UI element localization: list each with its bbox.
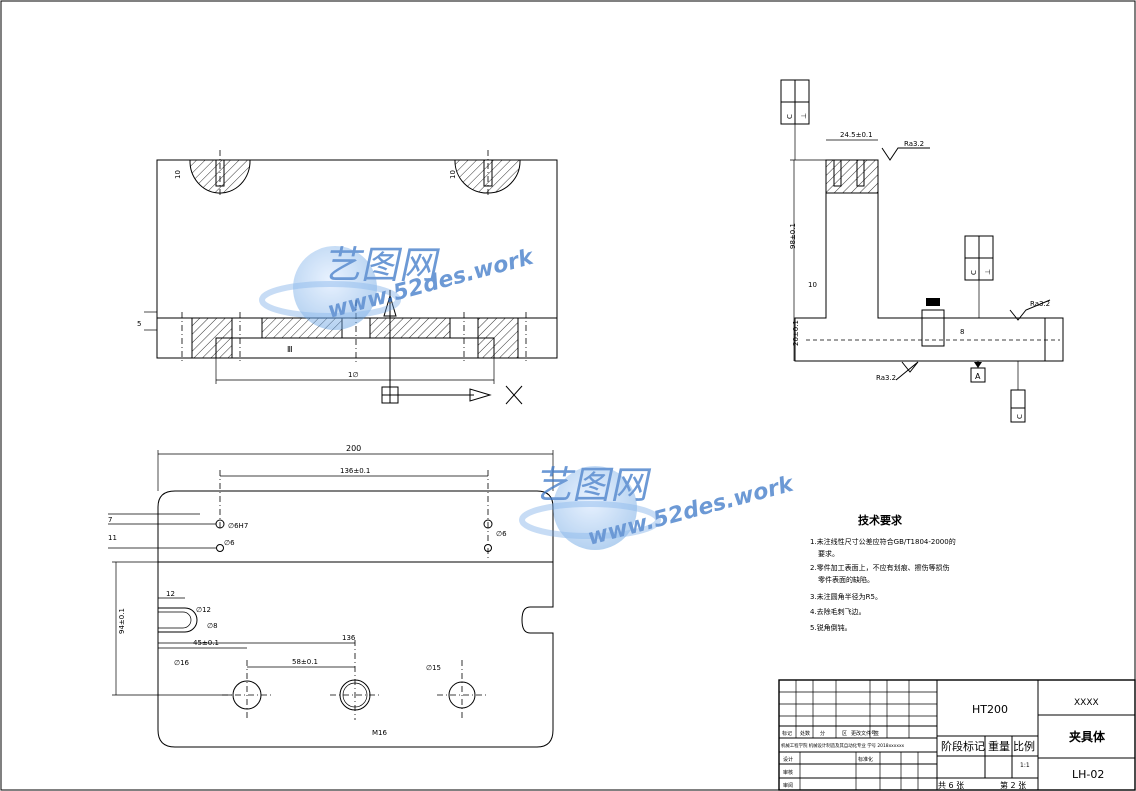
tol-frame-bottom: C [1010,361,1026,423]
dim-hole-right: ∅6 [496,530,507,538]
dim-r12: ∅12 [196,606,211,614]
dim-base: 20±0.1 [792,320,800,346]
dim-d136b: 136 [342,634,356,642]
dim-height-side: 98±0.1 [789,223,797,249]
tb-part-name: 夹具体 [1069,729,1106,744]
tech-requirements: 技术要求 1.未注线性尺寸公差应符合GB/T1804-2000的 要求。 2.零… [810,513,956,632]
tb-sheet-total: 共 6 张 [938,781,964,790]
tb-scale-value: 1:1 [1020,762,1030,769]
tb-material: HT200 [972,703,1008,716]
dim-hole-span: 136±0.1 [340,467,370,475]
roughness-3: Ra3.2 [876,374,896,382]
svg-text:C: C [970,270,978,275]
tb-approve: 审阅 [783,782,793,789]
roughness-2: Ra3.2 [1030,300,1050,308]
dim-slot-w: 12 [166,590,175,598]
tb-sheet-no: 第 2 张 [1000,780,1026,790]
dim-bore-right: ∅15 [426,664,441,672]
dim-width-top: 24.5±0.1 [840,131,873,139]
tb-stage-mark: 阶段标记 [941,739,985,753]
tech-req-item-4: 零件表面的缺陷。 [818,575,874,584]
tb-mark: 标记 [782,730,792,737]
tb-sign: 签 [874,730,879,737]
side-view: 24.5±0.1 98±0.1 10 20±0.1 8 Ra3.2 Ra3.2 … [780,79,1064,423]
tb-checker: 审核 [783,769,793,776]
dim-depth-right: 10 [449,170,457,179]
dim-r8: ∅8 [207,622,218,630]
dim-bore-left: ∅16 [174,659,190,667]
dim-center-len: 1∅ [348,371,359,379]
front-view: 1∅ 10 10 5 Ⅲ [137,150,558,405]
tb-school: 机械工程学院 机械设计制造及其自动化专业 学号 2018xxxxxx [781,742,905,749]
dim-depth-left: 10 [174,170,182,179]
tol-frame-mid: C ⊥ [964,235,994,318]
tol-frame-top: C ⊥ [780,79,810,160]
tech-req-title: 技术要求 [858,513,903,527]
tb-project: XXXX [1074,698,1099,708]
tb-doc: 更改文件号 [851,730,876,737]
dim-hole-small: ∅6H7 [228,522,248,530]
tb-standard: 标准化 [858,756,873,763]
dim-slot: 8 [960,328,964,336]
tb-count: 处数 [800,730,810,737]
wm-brand-1: 艺图网 [321,243,444,288]
tb-designer: 设计 [783,756,793,763]
tb-weight: 重量 [988,739,1010,753]
dim-height: Ⅲ [287,345,293,354]
dim-h2: 11 [108,534,117,542]
dim-overall: 200 [346,444,361,453]
dim-h1: 7 [108,516,112,524]
tech-req-item-7: 5.锐角倒钝。 [810,623,852,632]
svg-text:⊥: ⊥ [800,113,808,119]
tb-drawing-no: LH-02 [1072,768,1104,781]
roughness-1: Ra3.2 [904,140,924,148]
svg-text:⊥: ⊥ [984,269,992,275]
dim-hole-left: ∅6 [224,539,235,547]
section-mark [505,385,523,405]
dim-thread: M16 [372,729,387,737]
tech-req-item-2: 要求。 [818,549,839,558]
wm-brand-2: 艺图网 [532,463,655,508]
datum-a: A [975,372,981,381]
watermark-2: 艺图网 www.52des.work [519,463,797,551]
tech-req-item-5: 3.未注圆角半径为R5。 [810,592,882,601]
svg-text:C: C [786,114,794,119]
dim-step: 5 [137,320,141,328]
tb-qu: 区 [842,731,847,737]
title-block: 标记 处数 分 区 更改文件号 签 机械工程学院 机械设计制造及其自动化专业 学… [778,679,1136,791]
tech-req-item-3: 2.零件加工表面上，不应有划痕、擦伤等损伤 [810,563,950,572]
dim-height-total: 94±0.1 [118,608,126,634]
svg-text:C: C [1016,414,1024,419]
watermark-1: 艺图网 www.52des.work [259,243,537,330]
tech-req-item-6: 4.去除毛刺飞边。 [810,607,866,616]
tb-scale: 比例 [1013,739,1035,753]
top-view: 200 136±0.1 ∅6H7 ∅6 ∅6 7 11 94±0.1 12 ∅1… [108,444,554,748]
tb-fen: 分 [820,730,825,737]
tech-req-item-1: 1.未注线性尺寸公差应符合GB/T1804-2000的 [810,537,956,546]
dim-d58: 58±0.1 [292,658,318,666]
dim-step-side: 10 [808,281,817,289]
